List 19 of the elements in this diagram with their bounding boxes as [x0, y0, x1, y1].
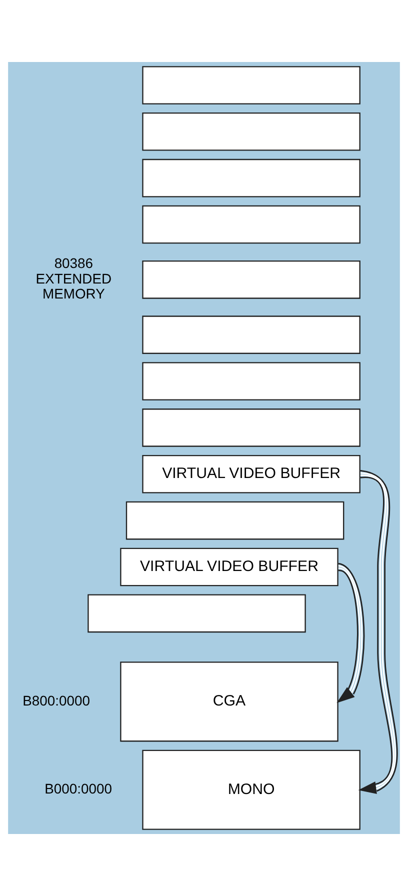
node-box — [88, 594, 306, 633]
node-box: CGA — [120, 662, 338, 742]
node-box — [142, 408, 360, 447]
node-box — [142, 260, 360, 299]
node-box: VIRTUAL VIDEO BUFFER — [120, 548, 338, 586]
label: 80386 EXTENDED MEMORY — [36, 255, 112, 302]
node-box — [142, 66, 360, 104]
label: B800:0000 — [22, 692, 90, 708]
node-box — [126, 501, 344, 540]
node-box — [142, 205, 360, 244]
node-box: VIRTUAL VIDEO BUFFER — [142, 454, 360, 494]
node-box — [142, 362, 360, 400]
arrow — [358, 470, 398, 794]
label: B000:0000 — [44, 780, 112, 796]
node-box: MONO — [142, 750, 360, 830]
node-box — [142, 316, 360, 354]
node-box — [142, 158, 360, 198]
arrow — [336, 562, 365, 703]
node-box — [142, 112, 360, 151]
